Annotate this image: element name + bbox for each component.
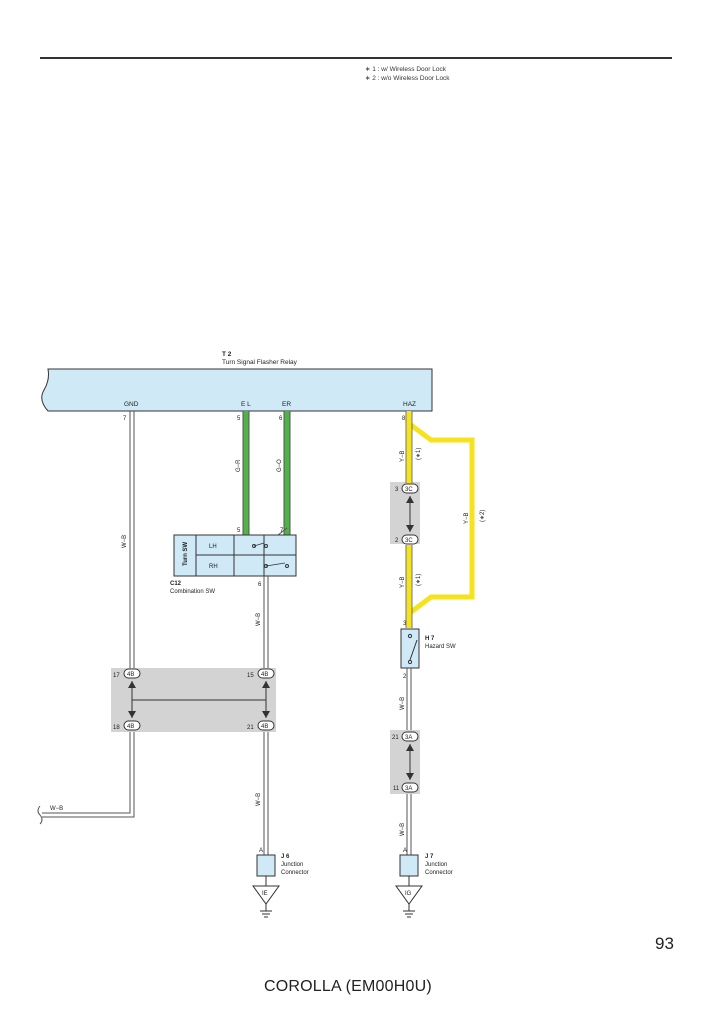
c4b-br-pin: 21 bbox=[247, 725, 254, 731]
c4b-tr-id: 4B bbox=[261, 672, 268, 678]
c4b-bl-pin: 18 bbox=[113, 725, 120, 731]
wire-comb-out bbox=[263, 576, 269, 855]
header-rule bbox=[40, 57, 672, 59]
pin-num-haz: 8 bbox=[402, 416, 406, 422]
combination-sw-name: Combination SW bbox=[170, 589, 215, 595]
connector-3c: 3C 3 3C 2 bbox=[395, 483, 419, 545]
connector-3a: 3A 21 3A 11 bbox=[392, 731, 419, 793]
j7-name-1: Junction bbox=[425, 862, 447, 868]
hazard-switch: 3 H 7 Hazard SW 2 bbox=[400, 621, 456, 680]
wire-label-j6: W−B bbox=[256, 793, 262, 806]
c3c-bot-id: 3C bbox=[405, 538, 413, 544]
c3c-top-pin: 3 bbox=[395, 487, 399, 493]
row-rh: RH bbox=[209, 564, 218, 570]
c3a-top-id: 3A bbox=[405, 735, 412, 741]
row-lh: LH bbox=[209, 544, 217, 550]
ground-ie: IE bbox=[252, 885, 280, 918]
note-1: ∗ 1 : w/ Wireless Door Lock bbox=[365, 66, 446, 73]
c3a-top-pin: 21 bbox=[392, 735, 399, 741]
hazard-sw-name: Hazard SW bbox=[425, 644, 456, 650]
j7-name-2: Connector bbox=[425, 870, 453, 876]
j7-pin: A bbox=[403, 848, 407, 854]
pin-num-el: 5 bbox=[237, 416, 241, 422]
note-2: ∗ 2 : w/o Wireless Door Lock bbox=[365, 75, 450, 82]
c3a-bot-id: 3A bbox=[405, 786, 412, 792]
relay-code: T 2 bbox=[222, 351, 232, 358]
footnotes: ∗ 1 : w/ Wireless Door Lock ∗ 2 : w/o Wi… bbox=[365, 65, 450, 83]
wire-label-er: G−O bbox=[277, 459, 283, 472]
wire-label-haz-bypass-note: (∗2) bbox=[480, 510, 486, 522]
wire-label-haz-2: Y−B bbox=[400, 576, 406, 588]
wire-label-haz-1: Y−B bbox=[400, 450, 406, 462]
j6-code: J 6 bbox=[281, 854, 290, 860]
pin-label-gnd: GND bbox=[124, 401, 139, 408]
wire-label-hazard-out: W−B bbox=[400, 697, 406, 710]
comb-pin-6: 6 bbox=[258, 582, 262, 588]
footer-title: COROLLA (EM00H0U) bbox=[264, 978, 432, 995]
combination-switch: Turn SW LH RH 5 7 6 C12 Combination SW bbox=[170, 528, 297, 595]
c4b-tl-pin: 17 bbox=[113, 673, 120, 679]
wire-gnd bbox=[42, 411, 135, 818]
pin-num-gnd: 7 bbox=[123, 416, 127, 422]
turn-sw-label: Turn SW bbox=[183, 541, 189, 566]
wire-label-haz-1-note: (∗1) bbox=[416, 448, 422, 460]
wire-label-j7: W−B bbox=[400, 823, 406, 836]
ground-ig: IG bbox=[395, 885, 423, 918]
turn-signal-flasher-relay: T 2 Turn Signal Flasher Relay GND E L ER… bbox=[41, 351, 433, 422]
c3c-bot-pin: 2 bbox=[395, 538, 399, 544]
c3c-top-id: 3C bbox=[405, 487, 413, 493]
wire-hazard-out bbox=[406, 668, 412, 855]
pin-label-haz: HAZ bbox=[403, 401, 416, 408]
j6-name-2: Connector bbox=[281, 870, 309, 876]
page-number: 93 bbox=[655, 934, 674, 953]
wire-label-ext: W−B bbox=[50, 806, 63, 812]
hazard-pin-2: 2 bbox=[403, 674, 407, 680]
wire-er bbox=[277, 411, 291, 536]
comb-pin-5: 5 bbox=[237, 528, 241, 534]
pin-num-er: 6 bbox=[279, 416, 283, 422]
wire-break-symbol bbox=[37, 805, 43, 825]
wire-el bbox=[242, 411, 250, 535]
c4b-tr-pin: 15 bbox=[247, 673, 254, 679]
comb-pin-7: 7 bbox=[280, 528, 284, 534]
c3a-bot-pin: 11 bbox=[393, 786, 400, 792]
c4b-tl-id: 4B bbox=[127, 672, 134, 678]
junction-j6: A J 6 Junction Connector bbox=[256, 848, 309, 886]
c4b-bl-id: 4B bbox=[127, 724, 134, 730]
pin-label-er: ER bbox=[282, 401, 291, 408]
j6-pin: A bbox=[259, 848, 263, 854]
hazard-pin-3: 3 bbox=[403, 621, 407, 627]
pin-label-el: E L bbox=[241, 401, 251, 408]
wire-label-comb-out: W−B bbox=[256, 613, 262, 626]
ground-ig-label: IG bbox=[405, 891, 412, 897]
junction-j7: A J 7 Junction Connector bbox=[399, 848, 453, 886]
c4b-br-id: 4B bbox=[261, 724, 268, 730]
wire-label-haz-2-note: (∗1) bbox=[416, 574, 422, 586]
j7-code: J 7 bbox=[425, 854, 434, 860]
hazard-sw-code: H 7 bbox=[425, 636, 435, 642]
ground-ie-label: IE bbox=[262, 891, 268, 897]
wire-label-el: G−R bbox=[236, 459, 242, 472]
wire-label-haz-bypass: Y−B bbox=[464, 512, 470, 524]
relay-name: Turn Signal Flasher Relay bbox=[222, 359, 298, 366]
connector-4b: 4B 17 4B 15 4B 18 4B 21 bbox=[113, 668, 275, 731]
wire-haz bbox=[405, 411, 475, 628]
wire-label-gnd: W−B bbox=[122, 535, 128, 548]
combination-sw-code: C12 bbox=[170, 581, 182, 587]
j6-name-1: Junction bbox=[281, 862, 303, 868]
